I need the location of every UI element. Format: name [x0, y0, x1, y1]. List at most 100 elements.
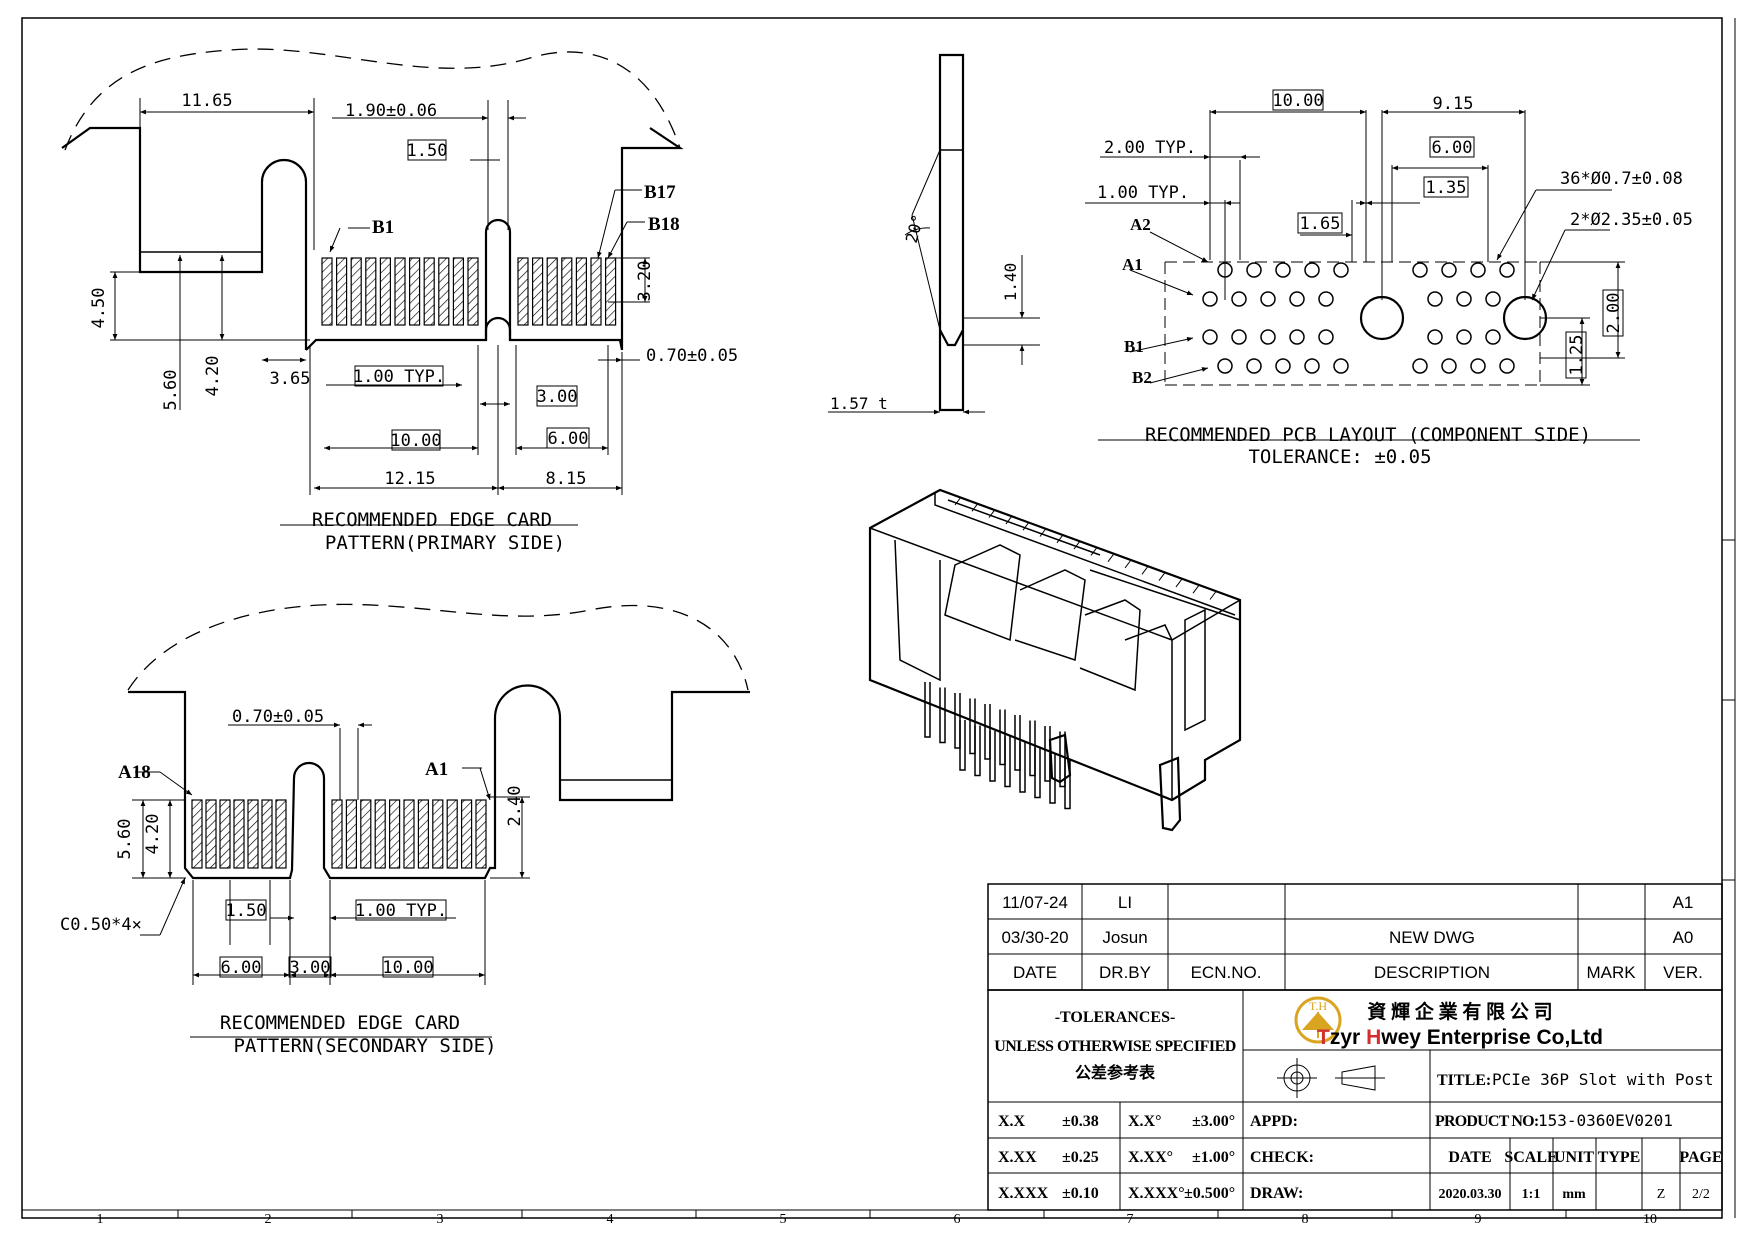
dim-label: 3.20	[635, 261, 655, 302]
zone-number: 10	[1643, 1212, 1657, 1227]
pcb-hole	[1470, 262, 1486, 278]
tol-xxa-val: ±1.00°	[1192, 1149, 1235, 1166]
dim-label: 11.65	[181, 91, 232, 111]
tol-xa: X.X°	[1128, 1113, 1162, 1130]
revision-ver: A1	[1673, 893, 1694, 912]
appd-label: APPD:	[1250, 1113, 1298, 1130]
company-logo: T.H	[1294, 996, 1342, 1044]
connector-pin	[1019, 742, 1026, 793]
contact-pad	[389, 799, 401, 869]
dim-label-boxed: 10.00	[1272, 91, 1323, 111]
contact-pad	[321, 257, 333, 326]
pin-side-view: 20° 1.40 1.57 t	[828, 53, 1040, 415]
connector-pin	[989, 731, 996, 782]
revision-date: 03/30-20	[1001, 928, 1068, 947]
dim-label: 5.60	[161, 370, 181, 411]
caption-line2: PATTERN(PRIMARY SIDE)	[325, 532, 565, 554]
dim-label: 4.20	[203, 356, 223, 397]
dim-label-boxed: 3.00	[290, 958, 331, 978]
dim-label: 1.00 TYP.	[1097, 183, 1189, 203]
contact-pad	[423, 257, 435, 326]
contact-pad	[409, 257, 421, 326]
tol-xxa: X.XX°	[1128, 1149, 1173, 1166]
contact-pad	[374, 799, 386, 869]
title-label: TITLE:	[1437, 1072, 1491, 1089]
tolerance-chinese: 公差参考表	[1075, 1063, 1156, 1082]
tol-xx: X.XX	[998, 1149, 1037, 1166]
contact-pad	[403, 799, 415, 869]
contact-pad	[461, 799, 473, 869]
pcb-hole	[1499, 262, 1515, 278]
dim-label-boxed: 1.25	[1567, 335, 1587, 376]
contact-pad	[475, 799, 487, 869]
pin-label-a2: A2	[1130, 215, 1151, 234]
pin-label-a1: A1	[1122, 255, 1143, 274]
pcb-layout-view: 10.00 9.15 2.00 TYP. 6.00 1.00 TYP. 1.35…	[1085, 89, 1693, 468]
dim-label: 2.40	[505, 786, 525, 827]
revision-ver: A0	[1673, 928, 1694, 947]
dim-label-boxed: 1.65	[1300, 214, 1341, 234]
contact-pad	[379, 257, 391, 326]
value-date: 2020.03.30	[1439, 1187, 1502, 1202]
title-block: -TOLERANCES- UNLESS OTHERWISE SPECIFIED …	[987, 989, 1723, 1211]
contact-pad	[345, 799, 357, 869]
contact-pad	[590, 257, 602, 326]
tol-x-val: ±0.38	[1062, 1113, 1099, 1130]
company-name-en: Tzyr Hwey Enterprise Co,Ltd	[1317, 1026, 1603, 1049]
contact-pad	[261, 799, 273, 869]
check-label: CHECK:	[1250, 1149, 1314, 1166]
dim-label-boxed: 1.50	[407, 141, 448, 161]
revision-header-mark: MARK	[1586, 963, 1636, 982]
dim-label: 4.50	[89, 288, 109, 329]
tol-xxxa: X.XXX°	[1128, 1185, 1185, 1202]
dim-label-boxed: 2.00	[1604, 293, 1624, 334]
dim-label-angle: 20°	[902, 212, 928, 245]
header-date: DATE	[1448, 1149, 1491, 1166]
connector-pin	[959, 720, 966, 771]
zone-number: 2	[265, 1212, 272, 1227]
dim-label-boxed: 3.00	[537, 387, 578, 407]
pcb-hole	[1412, 262, 1428, 278]
header-type: TYPE	[1598, 1149, 1641, 1166]
connector-pin	[974, 725, 981, 777]
pcb-hole	[1289, 329, 1305, 345]
contact-pad	[247, 799, 259, 869]
dim-label: 2*Ø2.35±0.05	[1570, 210, 1693, 230]
dim-label-boxed: 10.00	[382, 958, 433, 978]
caption-line1: RECOMMENDED PCB LAYOUT (COMPONENT SIDE)	[1145, 424, 1591, 446]
contact-pad	[191, 799, 203, 869]
revision-header-ecn: ECN.NO.	[1191, 963, 1262, 982]
contact-pad	[517, 257, 529, 326]
pin-label-b1: B1	[372, 217, 394, 238]
pcb-hole	[1470, 358, 1486, 374]
product-value: 153-0360EV0201	[1538, 1111, 1673, 1130]
pin-label-b18: B18	[648, 214, 680, 235]
dim-label-boxed: 1.00 TYP.	[355, 901, 447, 921]
value-type: Z	[1657, 1187, 1666, 1202]
zone-number: 9	[1475, 1212, 1482, 1227]
pcb-hole	[1217, 358, 1233, 374]
dim-label-boxed: 10.00	[390, 431, 441, 451]
pin-label-b17: B17	[644, 182, 676, 203]
contact-pad	[205, 799, 217, 869]
tolerance-title: -TOLERANCES-	[1055, 1009, 1176, 1026]
pcb-hole	[1246, 358, 1262, 374]
pcb-hole	[1441, 262, 1457, 278]
revision-header-by: DR.BY	[1099, 963, 1151, 982]
pcb-hole	[1260, 329, 1276, 345]
contact-pad	[432, 799, 444, 869]
connector-pin	[939, 687, 946, 744]
pcb-hole	[1304, 262, 1320, 278]
zone-number: 5	[780, 1212, 787, 1227]
pcb-hole	[1202, 291, 1218, 307]
zone-number: 4	[607, 1212, 614, 1227]
pcb-hole	[1333, 262, 1349, 278]
dim-label: 2.00 TYP.	[1104, 138, 1196, 158]
header-page: PAGE	[1679, 1149, 1722, 1166]
contact-pad	[417, 799, 429, 869]
dim-label-boxed: 6.00	[221, 958, 262, 978]
pcb-hole	[1275, 358, 1291, 374]
value-page: 2/2	[1692, 1187, 1710, 1202]
tol-xxx: X.XXX	[998, 1185, 1049, 1202]
tolerance-subtitle: UNLESS OTHERWISE SPECIFIED	[994, 1038, 1236, 1055]
